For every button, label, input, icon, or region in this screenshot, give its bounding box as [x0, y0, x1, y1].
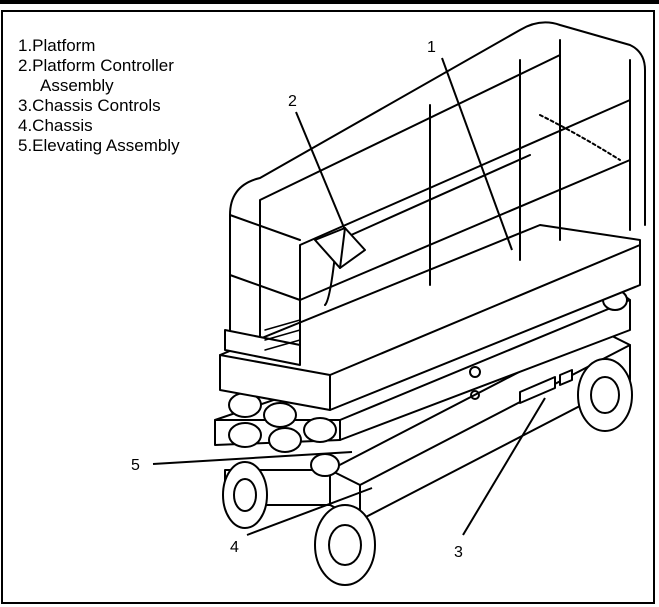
legend-item-controller-cont: Assembly [40, 76, 114, 95]
callout-4: 4 [230, 539, 239, 556]
callout-4-leader [246, 487, 373, 536]
callout-2-leader [295, 111, 346, 231]
legend-item-controller: 2.Platform Controller [18, 56, 174, 75]
top-rule [0, 0, 659, 4]
parts-legend: 1.Platform 2.Platform Controller Assembl… [18, 36, 180, 156]
legend-item-chassis: 4.Chassis [18, 116, 93, 135]
callout-1-leader [441, 57, 513, 251]
legend-item-chassis-controls: 3.Chassis Controls [18, 96, 161, 115]
platform-controller-box [314, 227, 366, 269]
callout-2: 2 [288, 93, 297, 110]
rear-left-wheel [222, 461, 268, 529]
callout-5-leader [152, 451, 353, 465]
rear-right-wheel [577, 358, 633, 432]
platform-deck [219, 224, 641, 411]
callout-3-leader [462, 397, 546, 536]
callout-5: 5 [131, 457, 140, 474]
legend-item-platform: 1.Platform [18, 36, 96, 55]
legend-item-elevating-assembly: 5.Elevating Assembly [18, 136, 180, 155]
front-left-wheel [314, 504, 376, 586]
platform-railing [229, 21, 646, 346]
callout-1: 1 [427, 39, 436, 56]
callout-3: 3 [454, 544, 463, 561]
chassis-controls-panel [519, 376, 556, 404]
